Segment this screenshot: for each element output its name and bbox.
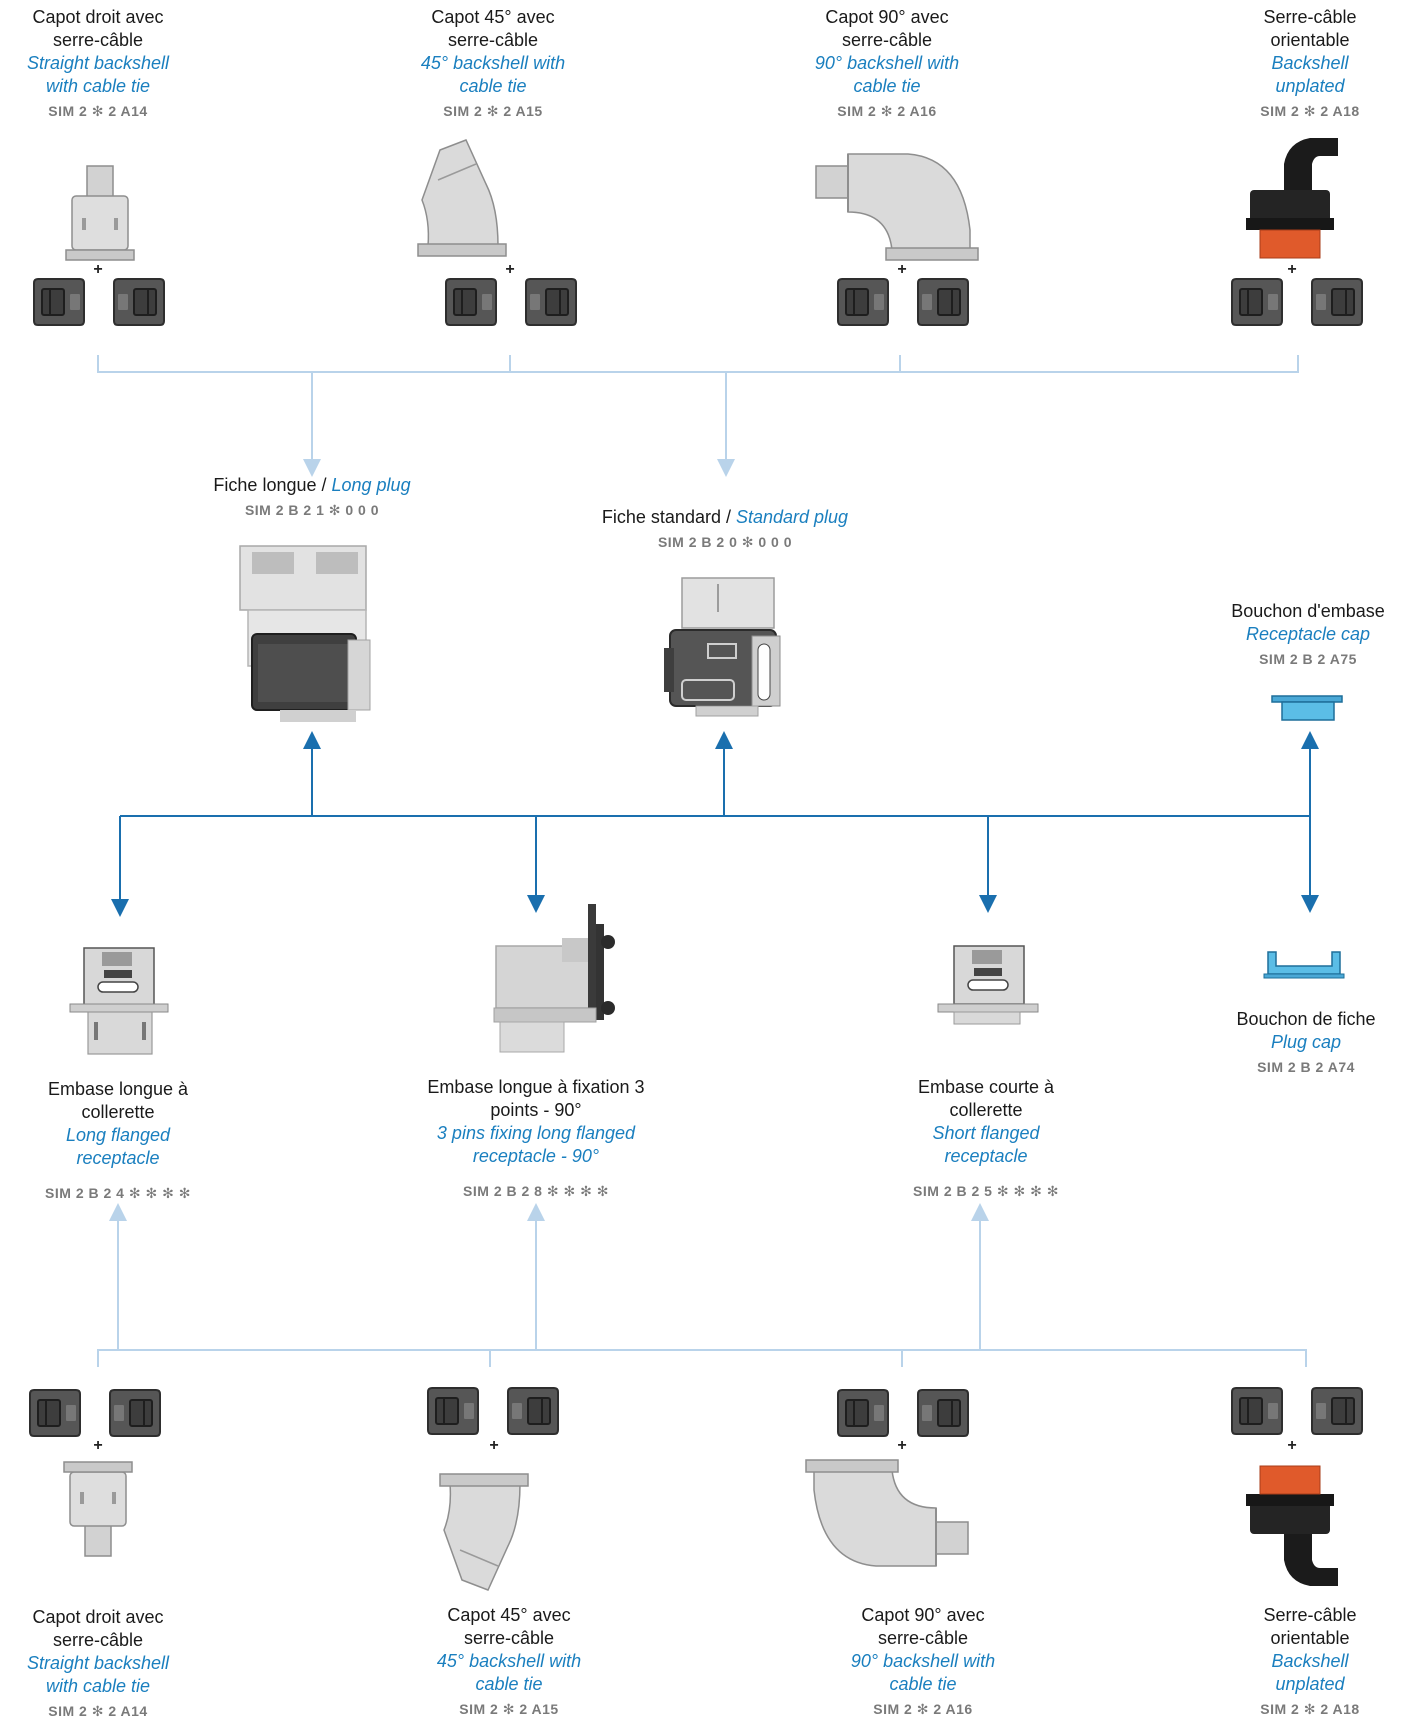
part-code: SIM 2 ✻ 2 A15 [459, 1701, 559, 1717]
top-connector-lines [97, 355, 1299, 477]
plug-cap-label: Bouchon de fiche Plug cap SIM 2 B 2 A74 [1216, 1008, 1396, 1076]
label-en: Plug cap [1270, 1032, 1342, 1052]
plus-sign: + [897, 1437, 906, 1454]
top-straight-backshell-image [33, 165, 165, 326]
part-code: SIM 2 ✻ 2 A15 [443, 103, 543, 119]
plus-sign: + [489, 1437, 498, 1454]
label-en: Standard plug [735, 507, 849, 527]
part-code: SIM 2 ✻ 2 A18 [1260, 103, 1360, 119]
label-en: 90° backshell with cable tie [850, 1651, 996, 1694]
label-en: Backshell unplated [1271, 1651, 1349, 1694]
label-fr: Capot 45° avec serre-câble [431, 7, 555, 50]
short-flanged-receptacle-label: Embase courte à collerette Short flanged… [906, 1076, 1066, 1200]
label-fr: Capot 90° avec serre-câble [861, 1605, 985, 1648]
bottom-90-backshell-label: Capot 90° avec serre-câble 90° backshell… [848, 1604, 998, 1718]
label-fr: Capot droit avec serre-câble [32, 7, 164, 50]
receptacle-cap-image [1271, 695, 1343, 721]
long-plug-image [239, 545, 371, 722]
part-code: SIM 2 B 2 8 ✻ ✻ ✻ ✻ [463, 1183, 609, 1199]
plus-sign: + [1287, 261, 1296, 278]
plus-sign: + [1287, 1437, 1296, 1454]
label-fr: Fiche longue / [213, 475, 332, 495]
label-fr: Capot 45° avec serre-câble [447, 1605, 571, 1648]
3-pins-fixing-receptacle-image [493, 904, 615, 1053]
standard-plug-image [664, 577, 781, 717]
part-code: SIM 2 ✻ 2 A18 [1260, 1701, 1360, 1717]
label-en: 3 pins fixing long flanged receptacle - … [436, 1123, 636, 1166]
main-distribution-arrows [111, 731, 1319, 917]
part-code: SIM 2 ✻ 2 A16 [873, 1701, 973, 1717]
3-pins-fixing-receptacle-label: Embase longue à fixation 3 points - 90° … [426, 1076, 646, 1200]
part-code: SIM 2 B 2 A75 [1259, 651, 1357, 667]
bottom-45-backshell-image [427, 1387, 559, 1591]
label-en: Straight backshell with cable tie [26, 1653, 170, 1696]
label-fr: Bouchon d'embase [1231, 601, 1385, 621]
bottom-90-backshell-image [805, 1389, 969, 1567]
top-45-backshell-image [417, 139, 577, 326]
bottom-straight-backshell-image [29, 1389, 161, 1557]
top-swivel-backshell-label: Serre-câble orientable Backshell unplate… [1240, 6, 1380, 120]
label-en: 45° backshell with cable tie [436, 1651, 582, 1694]
plus-sign: + [505, 261, 514, 278]
top-90-backshell-image [815, 153, 979, 326]
part-code: SIM 2 B 2 5 ✻ ✻ ✻ ✻ [913, 1183, 1059, 1199]
bottom-connector-lines [97, 1203, 1307, 1367]
label-en: 90° backshell with cable tie [814, 53, 960, 96]
label-fr: Embase courte à collerette [917, 1077, 1055, 1120]
part-code: SIM 2 B 2 0 ✻ 0 0 0 [657, 534, 793, 550]
top-90-backshell-label: Capot 90° avec serre-câble 90° backshell… [812, 6, 962, 120]
part-code: SIM 2 B 2 4 ✻ ✻ ✻ ✻ [45, 1185, 191, 1201]
plus-sign: + [93, 1437, 102, 1454]
label-en: Short flanged receptacle [932, 1123, 1040, 1166]
top-swivel-backshell-image [1231, 137, 1363, 326]
plug-cap-image [1263, 951, 1345, 979]
label-en: 45° backshell with cable tie [420, 53, 566, 96]
part-code: SIM 2 B 2 A74 [1257, 1059, 1355, 1075]
part-code: SIM 2 B 2 1 ✻ 0 0 0 [244, 502, 380, 518]
label-en: Long flanged receptacle [65, 1125, 171, 1168]
top-45-backshell-label: Capot 45° avec serre-câble 45° backshell… [418, 6, 568, 120]
part-code: SIM 2 ✻ 2 A16 [837, 103, 937, 119]
bottom-swivel-backshell-label: Serre-câble orientable Backshell unplate… [1240, 1604, 1380, 1718]
label-en: Long plug [331, 475, 411, 495]
receptacle-cap-label: Bouchon d'embase Receptacle cap SIM 2 B … [1218, 600, 1398, 668]
long-flanged-receptacle-label: Embase longue à collerette Long flanged … [38, 1078, 198, 1202]
plus-sign: + [93, 261, 102, 278]
label-en: Receptacle cap [1245, 624, 1371, 644]
long-flanged-receptacle-image [69, 947, 169, 1055]
bottom-swivel-backshell-image [1231, 1387, 1363, 1587]
part-code: SIM 2 ✻ 2 A14 [48, 1703, 148, 1719]
label-fr: Embase longue à collerette [47, 1079, 189, 1122]
top-straight-backshell-label: Capot droit avec serre-câble Straight ba… [18, 6, 178, 120]
part-code: SIM 2 ✻ 2 A14 [48, 103, 148, 119]
short-flanged-receptacle-image [937, 945, 1039, 1025]
label-fr: Bouchon de fiche [1236, 1009, 1376, 1029]
plus-sign: + [897, 261, 906, 278]
label-fr: Serre-câble orientable [1263, 7, 1357, 50]
bottom-45-backshell-label: Capot 45° avec serre-câble 45° backshell… [434, 1604, 584, 1718]
label-fr: Capot 90° avec serre-câble [825, 7, 949, 50]
label-en: Straight backshell with cable tie [26, 53, 170, 96]
standard-plug-label: Fiche standard / Standard plug SIM 2 B 2… [580, 506, 870, 551]
label-fr: Capot droit avec serre-câble [32, 1607, 164, 1650]
label-fr: Embase longue à fixation 3 points - 90° [427, 1077, 645, 1120]
label-fr: Fiche standard / [601, 507, 736, 527]
label-fr: Serre-câble orientable [1263, 1605, 1357, 1648]
long-plug-label: Fiche longue / Long plug SIM 2 B 2 1 ✻ 0… [192, 474, 432, 519]
bottom-straight-backshell-label: Capot droit avec serre-câble Straight ba… [18, 1606, 178, 1720]
label-en: Backshell unplated [1271, 53, 1349, 96]
